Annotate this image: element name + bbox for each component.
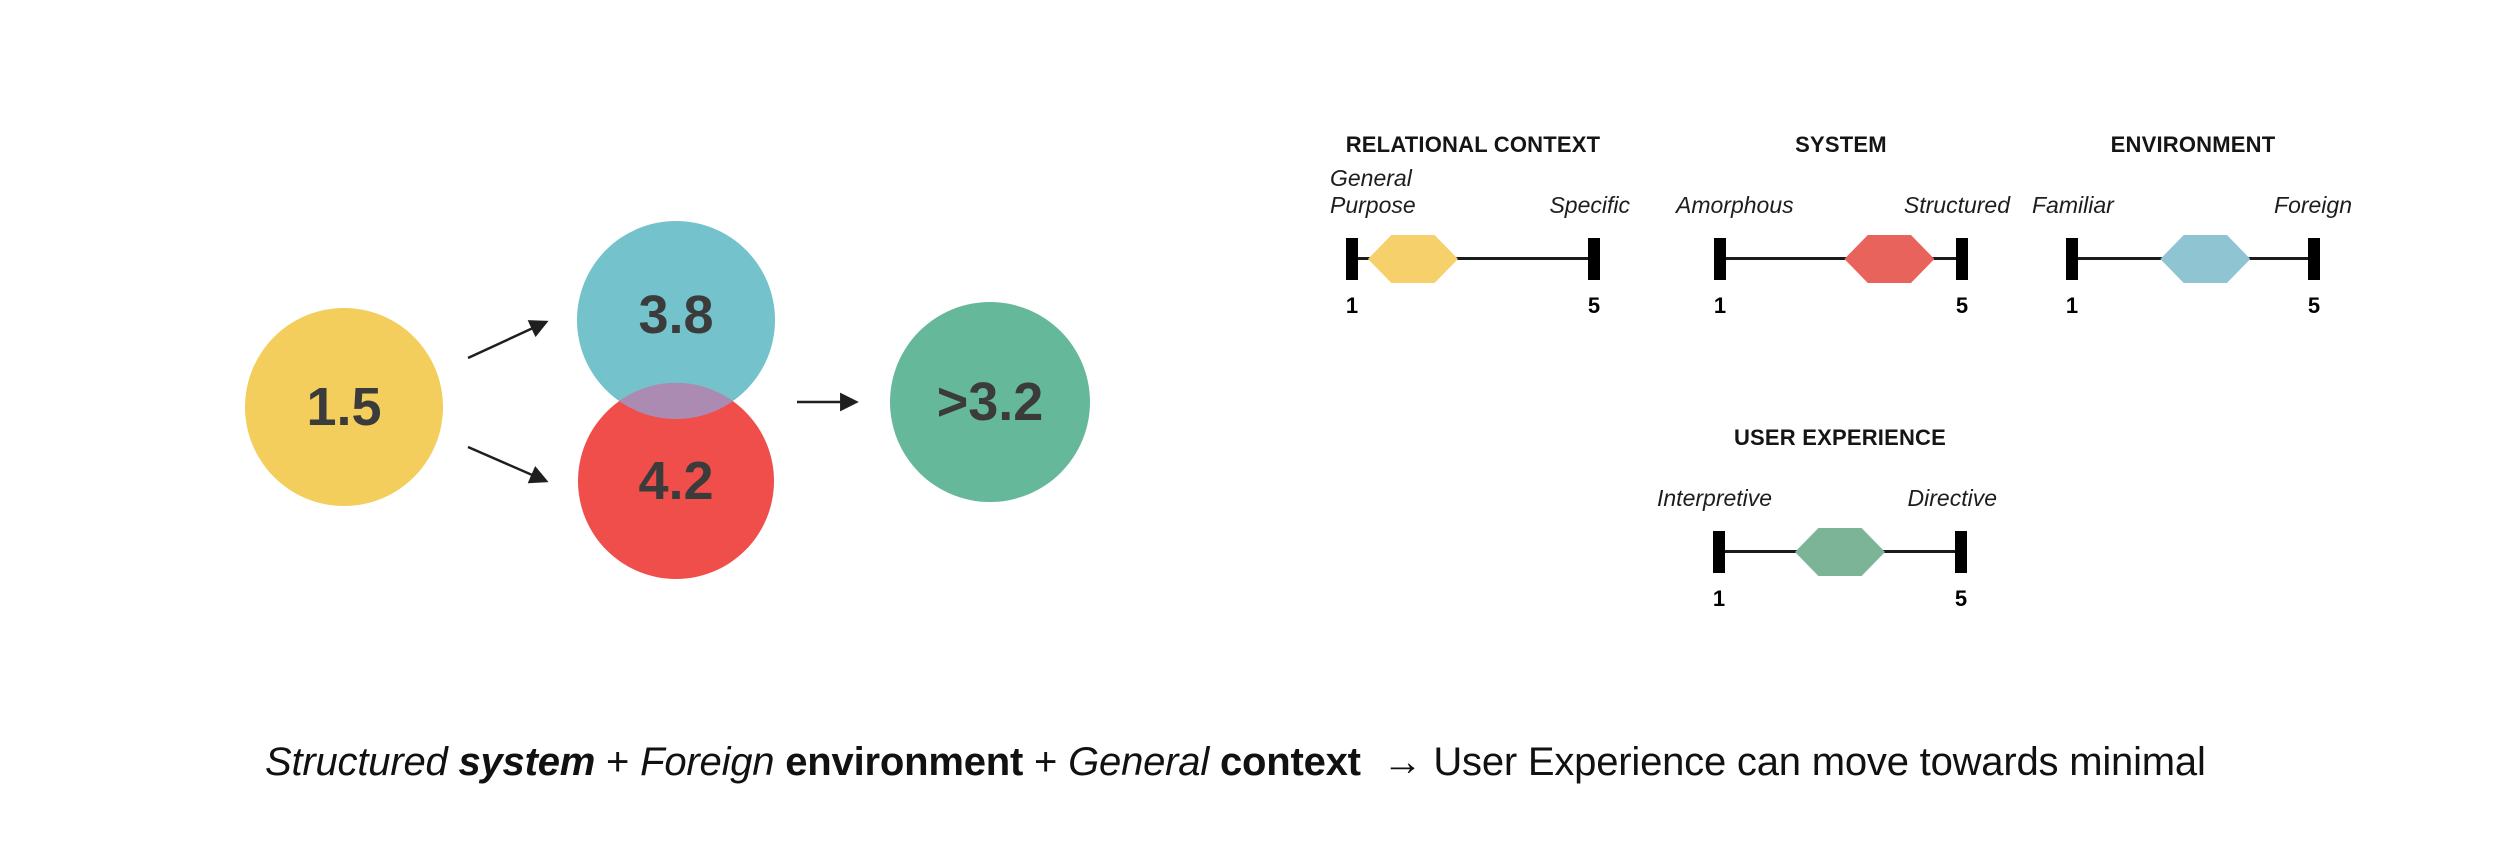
scale-system: SYSTEM Amorphous Structured 1 5	[1676, 127, 2010, 327]
scale-max-tick	[2308, 238, 2320, 280]
context-circle	[245, 308, 443, 506]
system-circle	[578, 383, 774, 579]
scale-track	[1713, 528, 1967, 576]
scale-track	[2066, 235, 2320, 283]
scale-right-label: Directive	[1907, 485, 1997, 511]
scale-endpoint-labels: Interpretive Directive	[1657, 456, 1997, 512]
scale-min-tick	[1346, 238, 1358, 280]
scale-endpoint-labels: General Purpose Specific	[1330, 163, 1630, 219]
scale-track	[1714, 235, 1968, 283]
caption-sentence: Structured system + Foreign environment …	[265, 740, 2206, 785]
caption-segment: context	[1219, 740, 1361, 784]
scale-marker-hexagon	[1795, 528, 1885, 576]
context-value: 1.5	[306, 377, 381, 437]
scale-title: SYSTEM	[1795, 132, 1887, 157]
venn-diagram: 1.5 3.8 4.2 >3.2	[245, 221, 1090, 579]
outcome-value: >3.2	[937, 372, 1044, 432]
outcome-circle	[890, 302, 1090, 502]
scale-right-label: Foreign	[2274, 192, 2352, 218]
caption-segment: → User Experience can move towards minim…	[1360, 740, 2206, 784]
scale-numbers: 1 5	[2048, 293, 2338, 319]
scale-marker-hexagon	[2160, 235, 2251, 283]
scale-numbers: 1 5	[1695, 586, 1985, 612]
arrow-context-to-system	[467, 445, 549, 484]
scale-min-tick	[1714, 238, 1726, 280]
scale-track	[1346, 235, 1600, 283]
caption-segment: system	[458, 740, 596, 784]
caption-segment: General	[1068, 740, 1220, 784]
scale-track-line	[1720, 257, 1962, 260]
scale-min-number: 1	[1345, 293, 1359, 318]
scale-left-label: Familiar	[2032, 192, 2114, 218]
scale-max-tick	[1588, 238, 1600, 280]
scale-right-label: Specific	[1549, 192, 1630, 218]
scale-numbers: 1 5	[1696, 293, 1986, 319]
caption-segment: +	[595, 740, 641, 784]
scale-marker-hexagon	[1367, 235, 1458, 283]
caption-segment: Structured	[265, 740, 459, 784]
scale-user-experience: USER EXPERIENCE Interpretive Directive 1…	[1657, 420, 1997, 620]
scale-min-number: 1	[2065, 293, 2079, 318]
scale-max-number: 5	[2307, 293, 2321, 318]
environment-value: 3.8	[638, 285, 713, 345]
scale-max-number: 5	[1954, 586, 1968, 611]
scale-title: RELATIONAL CONTEXT	[1345, 132, 1601, 157]
scale-max-number: 5	[1587, 293, 1601, 318]
caption-segment: Foreign	[640, 740, 786, 784]
scale-min-tick	[1713, 531, 1725, 573]
scale-numbers: 1 5	[1328, 293, 1618, 319]
scale-min-tick	[2066, 238, 2078, 280]
scale-min-number: 1	[1712, 586, 1726, 611]
scale-marker-hexagon	[1844, 235, 1935, 283]
scale-left-label: General Purpose	[1330, 165, 1416, 218]
scale-left-label: Amorphous	[1676, 192, 1794, 218]
arrow-context-to-environment	[467, 320, 549, 360]
environment-circle	[577, 221, 775, 419]
scale-environment: ENVIRONMENT Familiar Foreign 1 5	[2032, 127, 2352, 327]
scale-max-tick	[1956, 238, 1968, 280]
scale-max-tick	[1955, 531, 1967, 573]
scale-min-number: 1	[1713, 293, 1727, 318]
scale-title: ENVIRONMENT	[2110, 132, 2276, 157]
caption-segment: +	[1023, 740, 1069, 784]
scale-title: USER EXPERIENCE	[1733, 425, 1947, 450]
system-value: 4.2	[638, 451, 713, 511]
scale-endpoint-labels: Amorphous Structured	[1676, 163, 2010, 219]
scale-max-number: 5	[1955, 293, 1969, 318]
scale-endpoint-labels: Familiar Foreign	[2032, 163, 2352, 219]
scale-right-label: Structured	[1903, 192, 2010, 218]
scale-track-line	[1352, 257, 1594, 260]
scale-relational-context: RELATIONAL CONTEXT General Purpose Speci…	[1328, 127, 1630, 327]
scale-left-label: Interpretive	[1657, 485, 1773, 511]
caption-segment: environment	[785, 740, 1024, 784]
